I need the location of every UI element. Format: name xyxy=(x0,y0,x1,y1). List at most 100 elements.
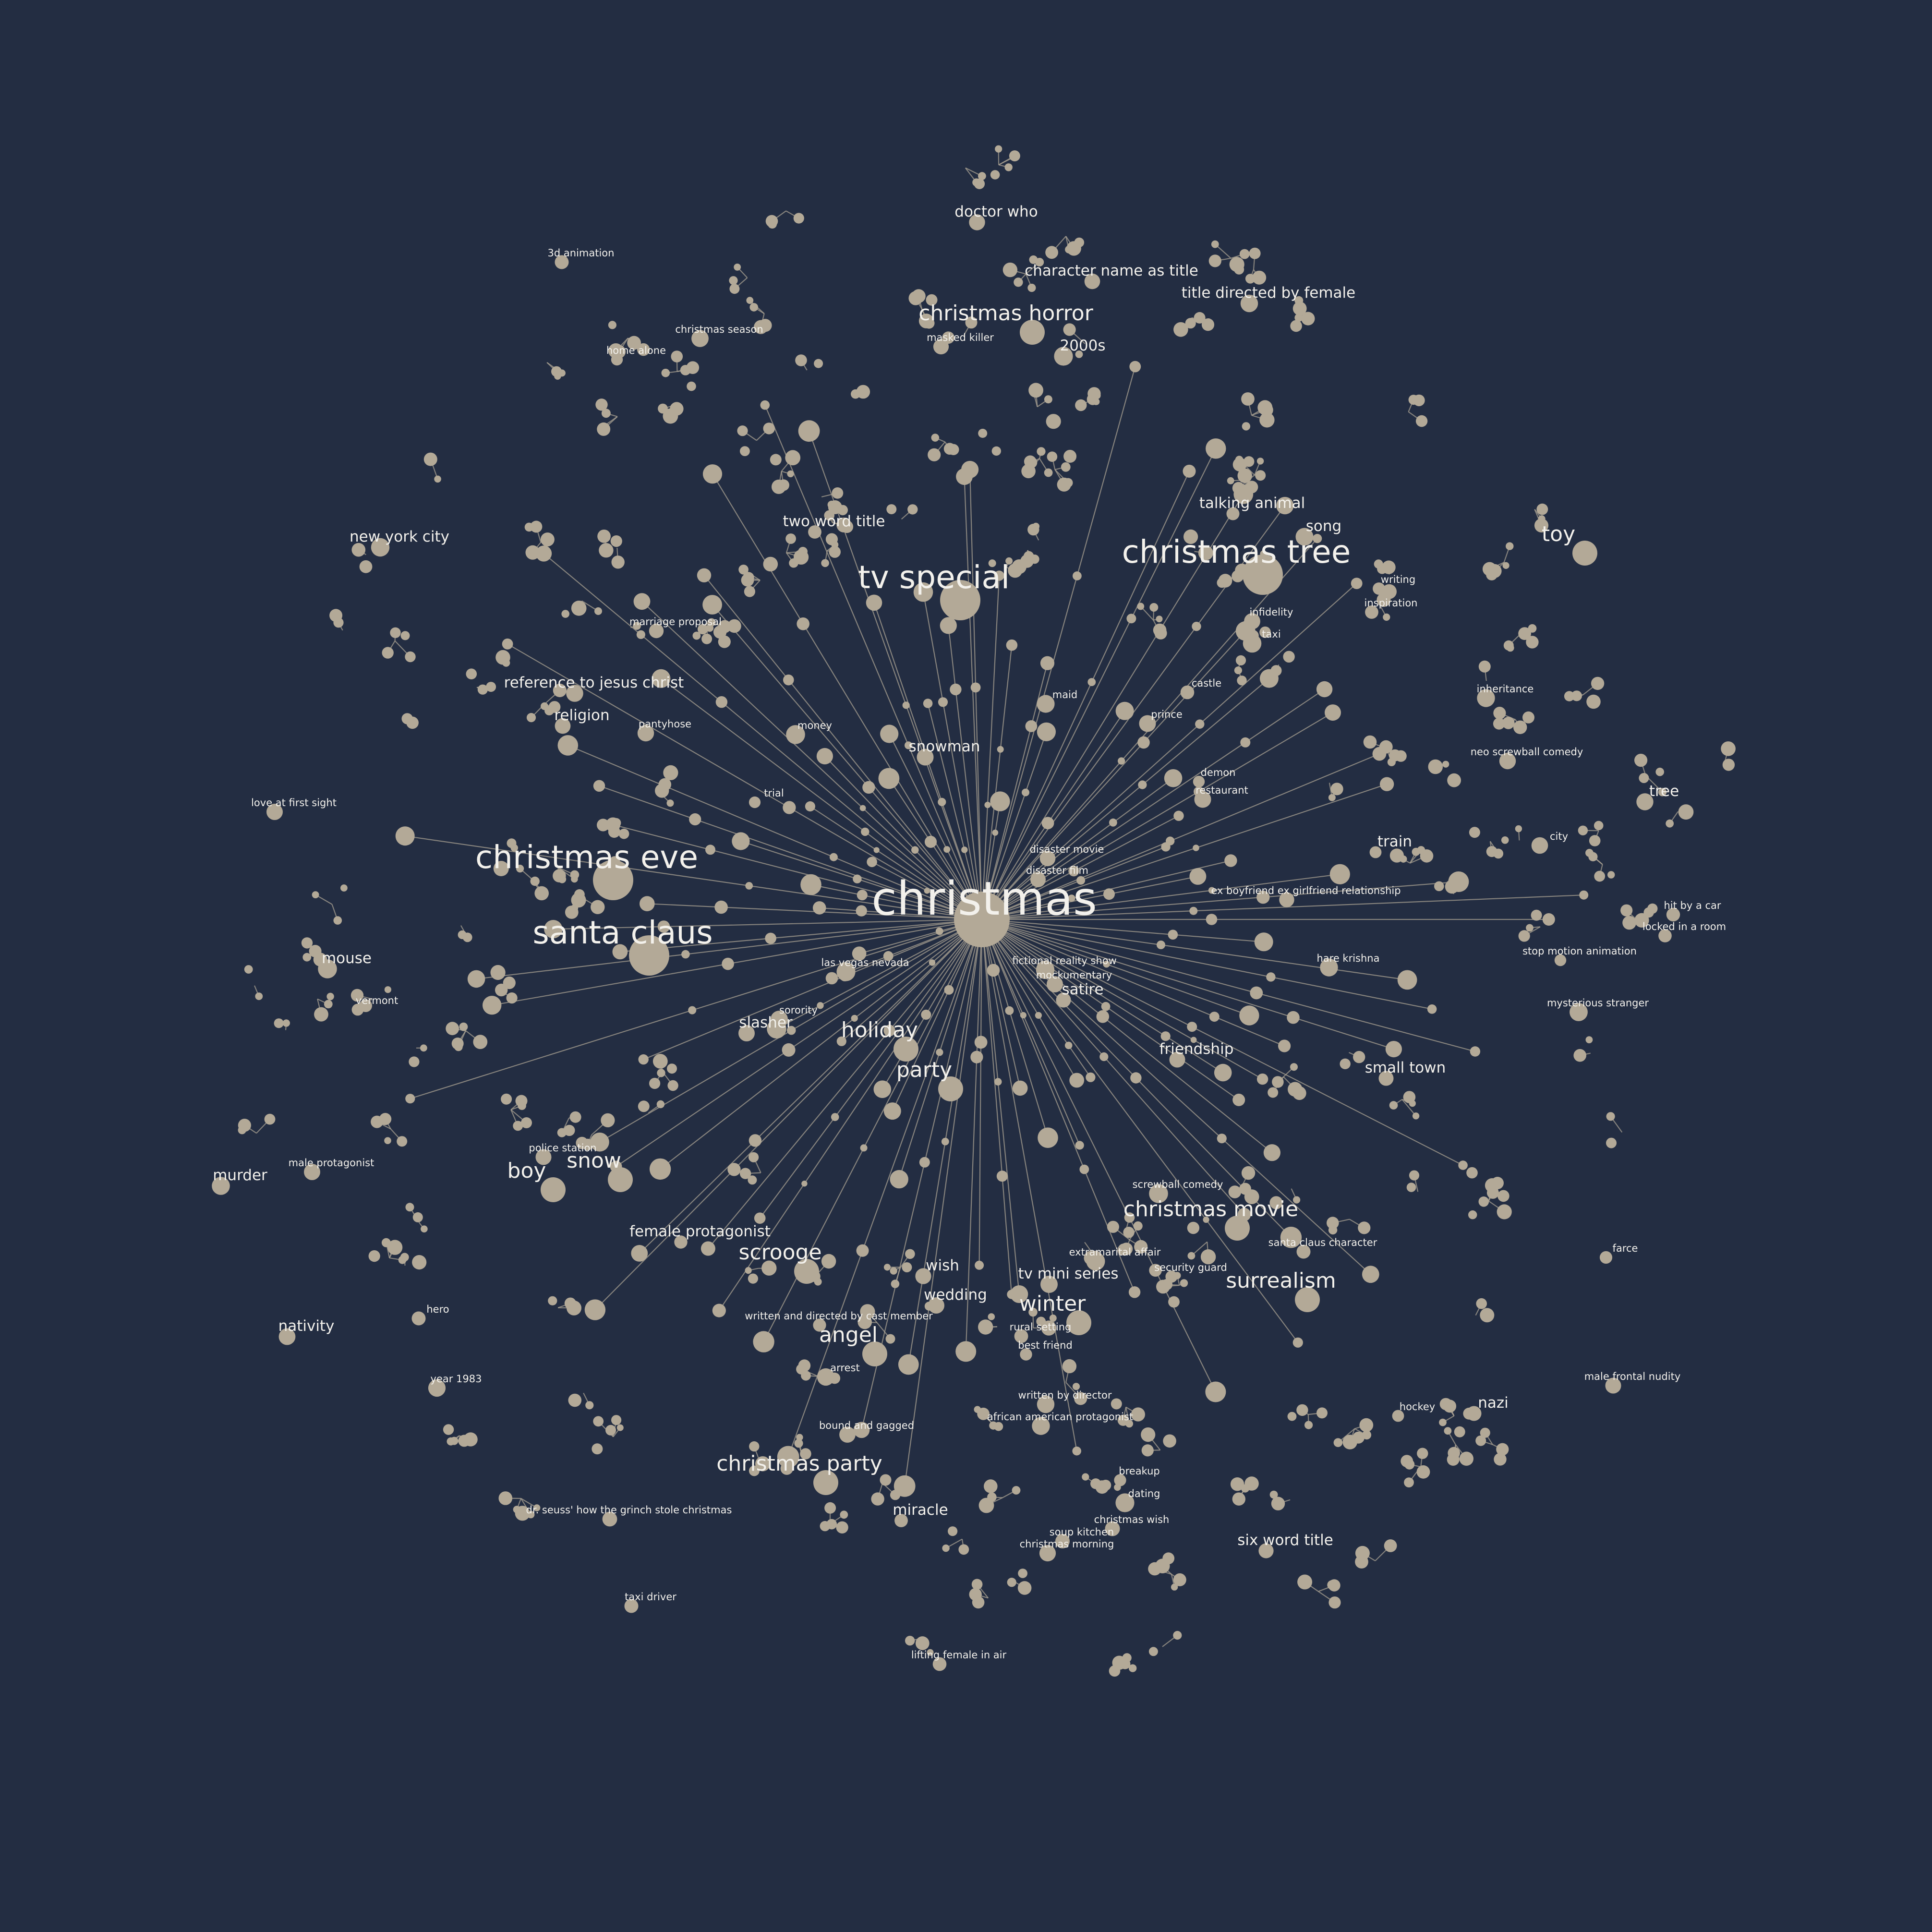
cluster-node xyxy=(1244,456,1255,467)
cluster-node xyxy=(1087,393,1099,405)
cluster-node xyxy=(1239,568,1251,580)
cluster-node xyxy=(824,510,834,521)
cluster-node xyxy=(667,1080,678,1091)
cluster-node xyxy=(1515,825,1522,833)
hub-edge xyxy=(616,919,982,1167)
cluster-node xyxy=(359,560,373,573)
path-node xyxy=(1020,1012,1026,1019)
path-node xyxy=(856,905,867,917)
tag-node xyxy=(738,1025,755,1041)
hub-edge xyxy=(981,918,1250,1016)
cluster-node xyxy=(530,876,540,886)
cluster-node xyxy=(326,992,334,1001)
cluster-node xyxy=(1497,1204,1512,1220)
cluster-node xyxy=(821,559,829,568)
path-node xyxy=(1126,614,1136,624)
hub-edge xyxy=(965,919,983,1352)
tag-node xyxy=(771,1011,788,1028)
hub-edge xyxy=(981,919,1273,1153)
cluster-node xyxy=(666,799,674,807)
connected-node xyxy=(1542,913,1555,926)
path-node xyxy=(851,1014,858,1022)
tag-label: farce xyxy=(1613,1243,1638,1254)
cluster-node xyxy=(541,702,548,710)
connected-node xyxy=(805,801,815,812)
tag-label: holiday xyxy=(841,1018,918,1042)
cluster-node xyxy=(1149,603,1159,612)
tag-label: song xyxy=(1306,518,1341,535)
cluster-node xyxy=(1480,1308,1495,1323)
cluster-node xyxy=(1173,1573,1186,1586)
tag-label: new york city xyxy=(350,528,449,545)
cluster-node xyxy=(637,343,650,356)
cluster-node xyxy=(477,684,488,695)
hub-edge xyxy=(405,835,982,920)
path-node xyxy=(1005,1006,1014,1015)
hub-edge xyxy=(981,777,1174,920)
tag-node xyxy=(836,962,856,981)
cluster-node xyxy=(1173,322,1188,337)
cluster-node xyxy=(718,635,731,648)
cluster-node xyxy=(1173,1630,1182,1640)
tag-node xyxy=(1599,1251,1613,1264)
tag-node xyxy=(1636,793,1654,810)
tag-node xyxy=(1554,954,1567,966)
cluster-node xyxy=(1459,1451,1473,1466)
tag-label: written by director xyxy=(1018,1389,1112,1401)
cluster-node xyxy=(1255,470,1266,481)
cluster-node xyxy=(785,450,801,466)
cluster-node xyxy=(1292,302,1307,315)
cluster-node xyxy=(384,1137,391,1144)
cluster-node xyxy=(1235,456,1244,464)
connected-node xyxy=(1214,1063,1232,1082)
tag-label: talking animal xyxy=(1199,495,1305,512)
cluster-node xyxy=(597,422,611,436)
connected-node xyxy=(990,791,1010,811)
hub-edge xyxy=(922,592,983,920)
cluster-node xyxy=(1270,665,1282,676)
tag-node xyxy=(1039,850,1056,867)
cluster-node xyxy=(400,1253,409,1262)
cluster-node xyxy=(861,1318,870,1326)
cluster-node xyxy=(503,976,516,990)
tag-label: party xyxy=(896,1058,952,1082)
path-node xyxy=(1041,817,1054,830)
cluster-node xyxy=(255,992,263,1001)
tag-label: inspiration xyxy=(1364,597,1418,609)
path-node xyxy=(924,888,930,894)
cluster-node xyxy=(744,586,755,597)
connected-node xyxy=(1069,1073,1085,1088)
connected-node xyxy=(1173,810,1184,821)
cluster-node xyxy=(1260,403,1273,417)
cluster-node xyxy=(1171,1583,1178,1591)
connected-node xyxy=(1007,1290,1016,1299)
cluster-node xyxy=(1585,1036,1593,1044)
cluster-node xyxy=(1594,870,1606,882)
tag-label: christmas xyxy=(871,872,1097,926)
cluster-node xyxy=(995,145,1002,153)
cluster-node xyxy=(1271,1497,1285,1510)
cluster-node xyxy=(608,826,620,838)
hub-edge xyxy=(981,894,1584,920)
cluster-node xyxy=(1377,593,1391,607)
cluster-node xyxy=(670,402,684,416)
cluster-node xyxy=(1030,389,1038,397)
path-node xyxy=(1250,986,1263,1000)
path-node xyxy=(801,1181,808,1187)
path-node xyxy=(992,829,999,836)
tag-node xyxy=(917,749,934,766)
path-node xyxy=(829,853,838,861)
path-node xyxy=(859,805,866,811)
path-node xyxy=(1157,941,1165,949)
tag-label: christmas horror xyxy=(918,301,1093,326)
tag-node xyxy=(1295,1287,1320,1312)
hub-edge xyxy=(981,576,1000,920)
cluster-node xyxy=(313,953,327,966)
tag-label: snow xyxy=(567,1148,621,1173)
cluster-node xyxy=(567,1300,581,1316)
cluster-node xyxy=(737,425,748,436)
cluster-node xyxy=(1168,1296,1180,1308)
tag-label: title directed by female xyxy=(1182,284,1355,302)
cluster-node xyxy=(1478,1196,1489,1207)
tag-node xyxy=(1036,960,1055,979)
